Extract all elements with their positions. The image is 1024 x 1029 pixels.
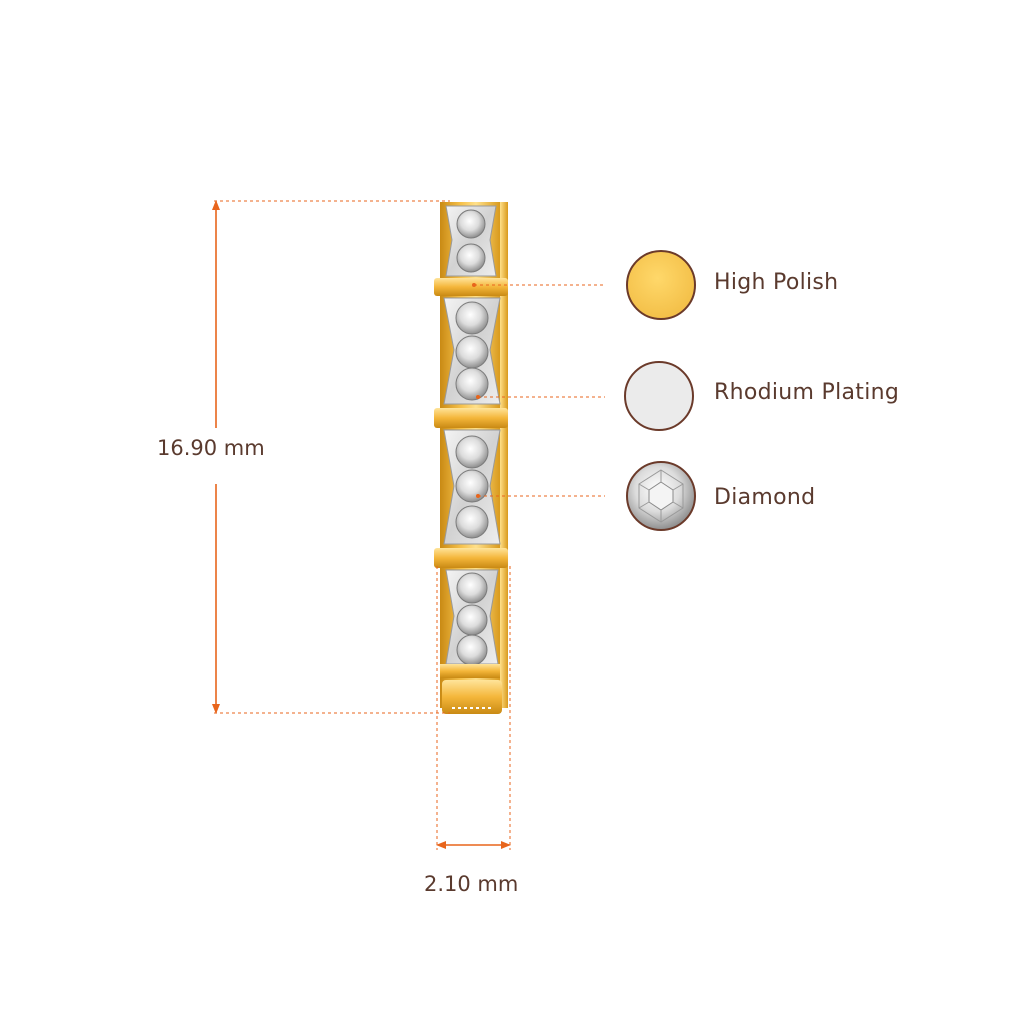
legend-label-diamond: Diamond bbox=[714, 485, 816, 510]
height-dimension-label: 16.90 mm bbox=[157, 436, 265, 460]
width-dimension bbox=[436, 566, 511, 850]
leader-lines bbox=[472, 283, 605, 498]
diamond-stone bbox=[456, 572, 488, 604]
width-dimension-label: 2.10 mm bbox=[424, 872, 519, 896]
height-arrow-bottom bbox=[212, 704, 220, 714]
gold-divider-bar bbox=[440, 664, 500, 678]
stone-segment-3 bbox=[443, 429, 501, 545]
height-arrow-top bbox=[212, 200, 220, 210]
diamond-stone bbox=[455, 301, 489, 335]
gold-divider-bar bbox=[434, 278, 508, 296]
stone-segment-4 bbox=[445, 569, 499, 666]
stone-segment-1 bbox=[445, 205, 497, 277]
earring-illustration bbox=[434, 202, 508, 714]
legend-label-rhodium-plating: Rhodium Plating bbox=[714, 380, 900, 405]
diamond-stone bbox=[455, 335, 489, 369]
height-dimension bbox=[212, 200, 450, 714]
diamond-stone bbox=[456, 604, 488, 636]
legend-label-high-polish: High Polish bbox=[714, 270, 839, 295]
diamond-stone bbox=[455, 505, 489, 539]
diamond-stone bbox=[456, 634, 488, 666]
width-arrow-left bbox=[436, 841, 446, 849]
diamond-stone bbox=[455, 469, 489, 503]
gold-divider-bar bbox=[434, 548, 508, 568]
width-arrow-right bbox=[501, 841, 511, 849]
gold-divider-bar bbox=[434, 408, 508, 428]
stone-segment-2 bbox=[443, 297, 501, 405]
legend-swatches bbox=[624, 250, 696, 531]
diamond-stone bbox=[455, 367, 489, 401]
diamond-swatch-icon bbox=[626, 461, 696, 531]
diamond-stone bbox=[456, 243, 486, 273]
gold-swatch-icon bbox=[626, 250, 696, 320]
earring-hinge bbox=[442, 680, 502, 714]
diamond-stone bbox=[456, 209, 486, 239]
diamond-stone bbox=[455, 435, 489, 469]
silver-swatch-icon bbox=[624, 361, 694, 431]
